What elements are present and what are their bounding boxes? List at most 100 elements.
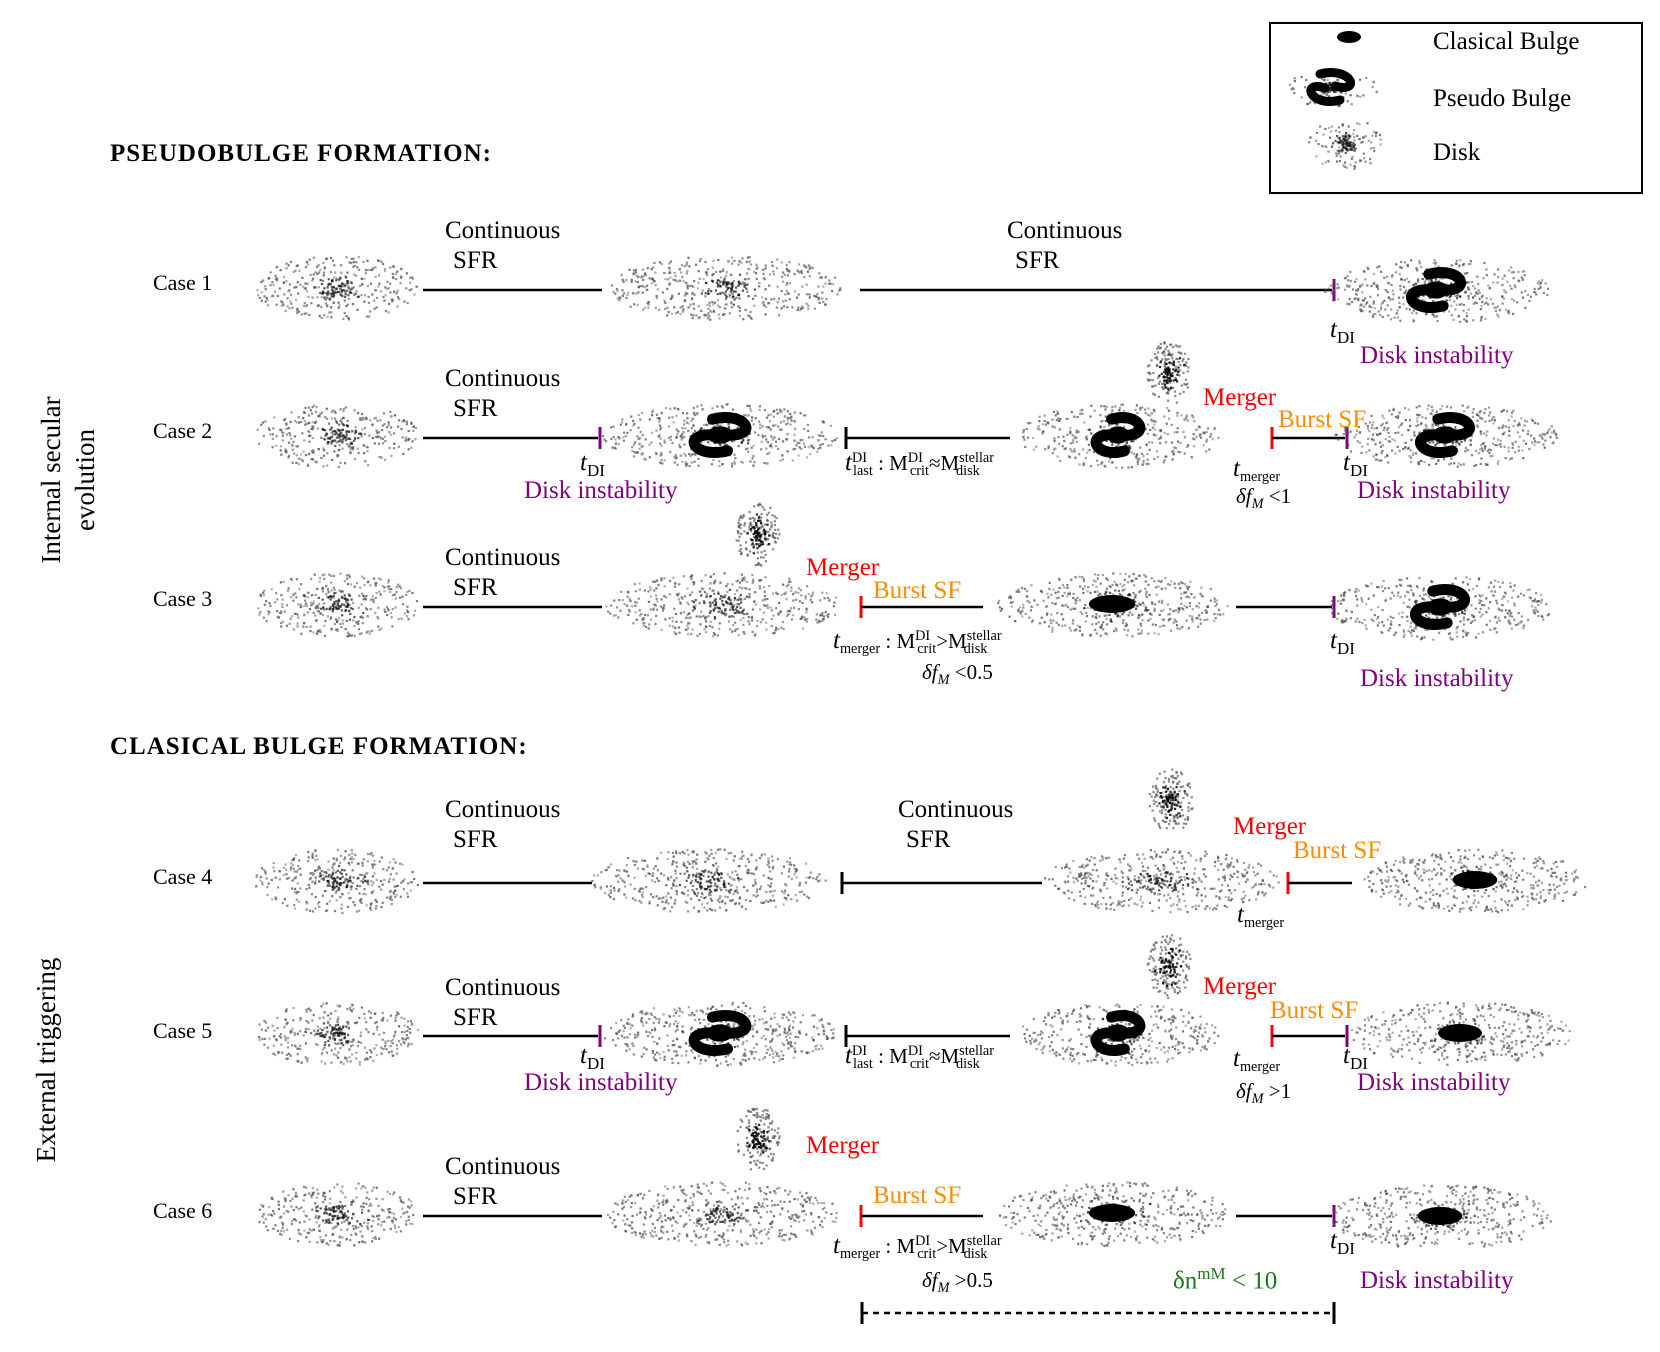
classical-bulge-galaxy [1350,1001,1571,1066]
label-sfr: SFR [1015,247,1060,274]
label-disk-instability: Disk instability [524,1069,678,1096]
side-label-internal-line1: Internal secular [36,396,66,564]
case-label-6: Case 6 [153,1198,213,1223]
label-continuous: Continuous [445,1153,561,1180]
classical-bulge-icon [1337,31,1361,43]
condition-t-merger: tmerger : MDIcrit>Mstellardisk [833,1232,1002,1263]
condition-delta-f: δfM <1 [1236,484,1292,513]
label-merger: Merger [1203,384,1277,411]
pseudo-bulge-galaxy [1022,403,1220,469]
pseudo-bulge-galaxy [1021,1003,1220,1067]
label-continuous: Continuous [1007,217,1123,244]
disk-galaxy [591,848,827,913]
label-burst-sf: Burst SF [1278,406,1367,433]
label-merger: Merger [1203,973,1277,1000]
label-continuous: Continuous [445,365,561,392]
condition-t-last: tDIlast : MDIcrit≈Mstellardisk [845,449,995,480]
condition-t-merger: tmerger [1237,901,1285,932]
label-continuous: Continuous [445,796,561,823]
label-disk-instability: Disk instability [1357,477,1511,504]
label-sfr: SFR [453,826,498,853]
pseudo-bulge-galaxy [1324,258,1550,323]
label-continuous: Continuous [898,796,1014,823]
section-title-classical: CLASICAL BULGE FORMATION: [110,733,528,760]
label-disk-instability: Disk instability [524,477,678,504]
satellite-galaxy [1148,768,1194,830]
satellite-galaxy [735,502,781,567]
label-sfr: SFR [453,395,498,422]
label-burst-sf: Burst SF [1293,837,1382,864]
disk-galaxy [610,256,842,321]
condition-delta-f: δfM >1 [1236,1079,1292,1108]
label-merger: Merger [1233,813,1307,840]
disk-galaxy [255,848,419,914]
side-label-internal: Internal secular evolution [35,350,105,610]
legend-label-disk: Disk [1433,139,1481,166]
pseudo-bulge-galaxy [1330,576,1551,641]
time-label-t-di: tDI [1343,1042,1368,1073]
side-label-external: External triggering [31,957,61,1163]
disk-galaxy [258,1002,420,1066]
disk-galaxy [1044,848,1280,914]
disk-galaxy [256,404,417,468]
satellite-galaxy [736,1107,781,1171]
label-sfr: SFR [906,826,951,853]
pseudo-bulge-icon [1288,68,1378,108]
label-merger: Merger [806,1132,880,1159]
condition-t-merger: tmerger : MDIcrit>Mstellardisk [833,627,1002,658]
section-title-pseudobulge: PSEUDOBULGE FORMATION: [110,140,492,167]
label-disk-instability: Disk instability [1360,665,1514,692]
time-label-t-di: tDI [1330,627,1355,658]
label-disk-instability: Disk instability [1360,342,1514,369]
case-label-1: Case 1 [153,270,213,295]
pseudo-bulge-galaxy [1334,404,1558,468]
label-continuous: Continuous [445,974,561,1001]
side-label-internal-line2: evolution [69,429,100,531]
legend-label-pseudo-bulge: Pseudo Bulge [1433,85,1572,112]
condition-delta-n: δnmM < 10 [1173,1264,1278,1295]
time-label-t-di: tDI [1343,449,1368,480]
label-continuous: Continuous [445,217,561,244]
label-burst-sf: Burst SF [873,1182,962,1209]
disk-galaxy [605,572,838,638]
condition-t-merger: tmerger [1233,455,1281,486]
legend-label-classical-bulge: Clasical Bulge [1433,28,1580,55]
time-label-t-di: tDI [1330,316,1355,347]
legend-box [1269,22,1643,194]
label-disk-instability: Disk instability [1357,1069,1511,1096]
label-sfr: SFR [453,1183,498,1210]
label-sfr: SFR [453,574,498,601]
classical-bulge-galaxy [1333,1184,1552,1248]
time-label-t-di: tDI [1330,1227,1355,1258]
label-burst-sf: Burst SF [873,577,962,604]
disk-galaxy [606,1181,838,1247]
case-label-3: Case 3 [153,586,213,611]
time-label-t-di: tDI [580,449,605,480]
label-merger: Merger [806,554,880,581]
case-label-4: Case 4 [153,864,213,889]
classical-bulge-galaxy [997,572,1229,638]
disk-galaxy [258,1182,415,1247]
condition-delta-f: δfM >0.5 [922,1268,993,1297]
classical-bulge-galaxy [998,1181,1227,1247]
label-continuous: Continuous [445,544,561,571]
disk-galaxy [257,572,419,638]
case-label-5: Case 5 [153,1018,213,1043]
disk-galaxy [256,256,418,321]
pseudo-bulge-galaxy [603,1001,835,1067]
disk-icon [1308,122,1382,170]
satellite-galaxy [1146,934,1192,999]
satellite-galaxy [1146,341,1190,404]
label-sfr: SFR [453,1004,498,1031]
pseudo-bulge-galaxy [602,403,838,468]
classical-bulge-galaxy [1363,848,1587,914]
label-burst-sf: Burst SF [1270,997,1359,1024]
condition-t-merger: tmerger [1233,1045,1281,1076]
label-sfr: SFR [453,247,498,274]
time-label-t-di: tDI [580,1042,605,1073]
condition-delta-f: δfM <0.5 [922,660,993,689]
label-disk-instability: Disk instability [1360,1267,1514,1294]
case-label-2: Case 2 [153,418,213,443]
